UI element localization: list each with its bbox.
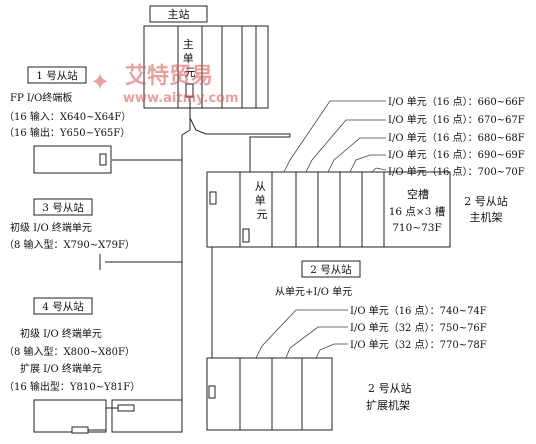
slave2-main-left-port bbox=[209, 191, 217, 205]
slave2-ext-port bbox=[208, 385, 216, 399]
main-io-3: I/O 单元（16 点）：680~68F bbox=[388, 132, 525, 144]
main-io-4: I/O 单元（16 点）：690~69F bbox=[388, 149, 525, 161]
watermark-brand: 艾特贸易 bbox=[125, 63, 213, 89]
watermark-logo: ✦ bbox=[90, 68, 110, 96]
slave4-unit-name: 初级 I/O 终端单元 bbox=[20, 327, 102, 340]
main-io-1: I/O 单元（16 点）：660~66F bbox=[388, 96, 525, 108]
slave4-ext-name: 扩展 I/O 终端单元 bbox=[20, 362, 102, 375]
slave4-range1: （8 输入型：X800~X80F） bbox=[4, 345, 135, 358]
master-unit-char-1: 主 bbox=[183, 38, 194, 51]
watermark-url: www.aitmy.com bbox=[123, 91, 239, 106]
slave4-port-b bbox=[117, 404, 135, 412]
main-rack-label-2: 主机架 bbox=[470, 210, 503, 224]
watermark: ✦ 艾特贸易 www.aitmy.com bbox=[90, 63, 239, 106]
ext-io-1: I/O 单元（16 点）：740~74F bbox=[350, 305, 487, 317]
main-io-2: I/O 单元（16 点）：670~67F bbox=[388, 114, 525, 126]
empty-slot-range: 710~73F bbox=[392, 222, 442, 234]
ext-io-leaders bbox=[255, 309, 348, 359]
main-io-leaders bbox=[283, 100, 387, 173]
slave2-main-rack bbox=[206, 171, 451, 248]
slave2-ext-rack bbox=[206, 357, 333, 431]
slave2-title: 2 号从站 bbox=[310, 263, 352, 276]
empty-slot-title: 空槽 bbox=[407, 187, 429, 201]
slave3-title-box bbox=[33, 198, 93, 216]
slave1-terminal-board bbox=[33, 145, 112, 174]
slave4-range2: （16 输出型：Y810~Y81F） bbox=[4, 380, 140, 393]
master-unit-char-3: 元 bbox=[185, 66, 196, 79]
slave4-title-box bbox=[33, 297, 93, 315]
slave2-title-box bbox=[301, 260, 361, 278]
slave1-out-range: （16 输出：Y650~Y65F） bbox=[4, 126, 130, 139]
slave4-basic-unit bbox=[33, 399, 107, 433]
slave2-slave-unit-label: 从 单 元 bbox=[255, 180, 270, 221]
slave4-port-a bbox=[71, 426, 89, 434]
slave3-title: 3 号从站 bbox=[42, 201, 84, 214]
ext-rack-label-2: 扩展机架 bbox=[366, 398, 410, 412]
master-title-box bbox=[149, 5, 208, 23]
slave2-main-port bbox=[242, 228, 250, 243]
master-unit-char-2: 单 bbox=[183, 52, 194, 65]
slave2-combo-label: 从单元+I/O 单元 bbox=[275, 286, 352, 298]
ext-rack-label-1: 2 号从站 bbox=[368, 381, 412, 395]
slave3-range: （8 输入型：X790~X79F） bbox=[4, 238, 135, 251]
slave1-title-box bbox=[27, 66, 87, 84]
slave4-title: 4 号从站 bbox=[42, 300, 84, 313]
main-io-5: I/O 单元（16 点）：700~70F bbox=[388, 166, 525, 178]
slave3-unit-name: 初级 I/O 终端单元 bbox=[10, 221, 92, 234]
ext-io-3: I/O 单元（32 点）：770~78F bbox=[350, 339, 487, 351]
slave1-terminal-name: FP I/O终端板 bbox=[10, 91, 72, 104]
master-unit-label: 主 单 元 bbox=[183, 38, 198, 79]
slave1-in-range: （16 输入：X640~X64F） bbox=[4, 110, 131, 123]
slave1-title: 1 号从站 bbox=[36, 69, 78, 82]
master-title: 主站 bbox=[168, 7, 190, 21]
ext-io-2: I/O 单元（32 点）：750~76F bbox=[350, 322, 487, 334]
main-rack-label-1: 2 号从站 bbox=[464, 194, 508, 208]
empty-slot-desc: 16 点×3 槽 bbox=[389, 206, 446, 218]
slave1-port bbox=[99, 153, 107, 166]
master-rack bbox=[143, 25, 269, 109]
